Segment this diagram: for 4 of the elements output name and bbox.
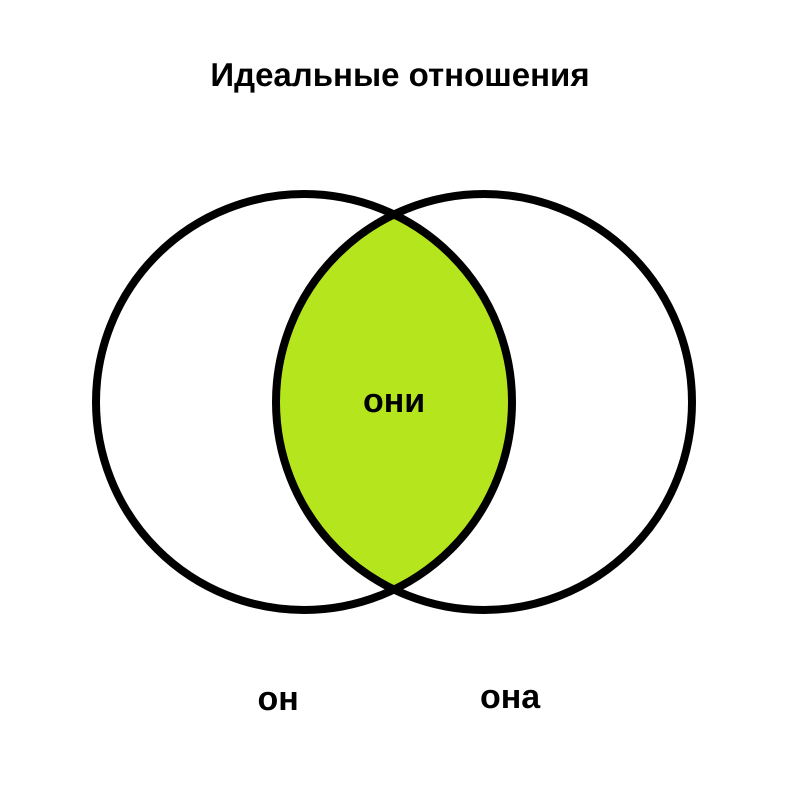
intersection-label: они [363,384,426,418]
set-label: она [480,680,540,714]
title: Идеальные отношения [209,58,591,91]
set-label: он [258,682,299,716]
